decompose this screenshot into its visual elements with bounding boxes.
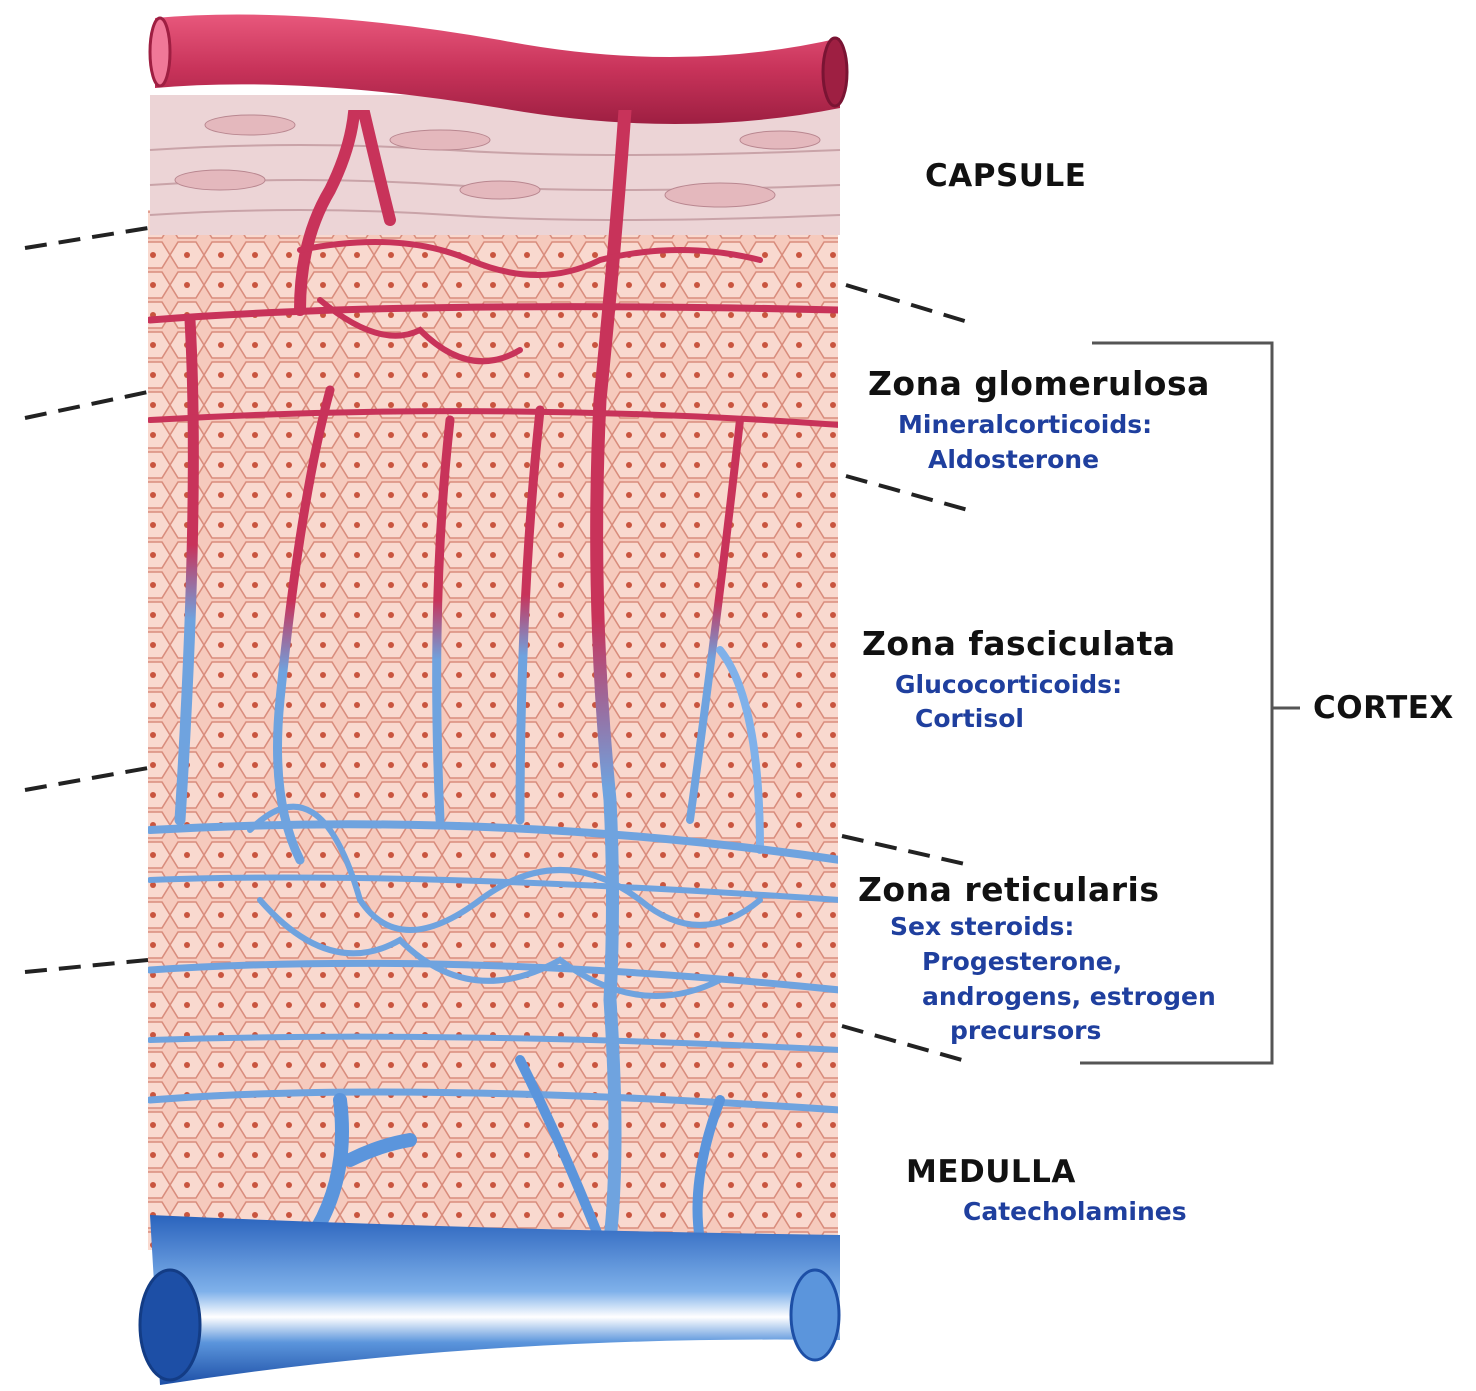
zona-reticularis-hormone-2: androgens, estrogen [922, 980, 1216, 1014]
zona-reticularis-hormone-3: precursors [950, 1014, 1101, 1048]
cortex-label: CORTEX [1313, 690, 1454, 726]
zona-glomerulosa-hormone-class: Mineralcorticoids: [898, 408, 1152, 442]
medulla-hormone: Catecholamines [963, 1195, 1187, 1229]
zona-fasciculata-hormone: Cortisol [915, 702, 1024, 736]
zona-glomerulosa-hormone: Aldosterone [928, 443, 1099, 477]
zona-glomerulosa-title: Zona glomerulosa [868, 364, 1210, 403]
zona-reticularis-title: Zona reticularis [858, 870, 1159, 909]
zona-fasciculata-title: Zona fasciculata [862, 624, 1176, 663]
zona-reticularis-hormone-class: Sex steroids: [890, 910, 1074, 944]
medullary-vein [140, 1215, 840, 1385]
zona-reticularis-hormone-1: Progesterone, [922, 945, 1122, 979]
zona-fasciculata-hormone-class: Glucocorticoids: [895, 668, 1122, 702]
medulla-label: MEDULLA [906, 1154, 1076, 1190]
capsule-label: CAPSULE [925, 158, 1086, 194]
left-dashed-markers [25, 228, 148, 972]
